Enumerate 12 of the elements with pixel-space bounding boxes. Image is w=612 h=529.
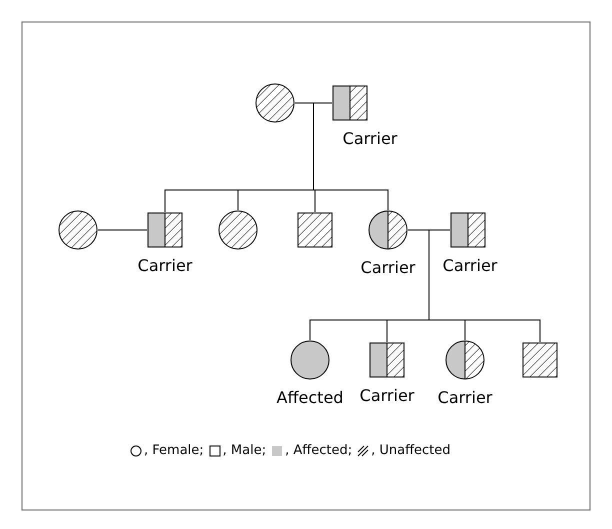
legend-text: , Affected; bbox=[285, 443, 352, 458]
legend-text: , Male; bbox=[222, 443, 266, 458]
legend-text: , Unaffected bbox=[371, 443, 451, 458]
status-label: Carrier bbox=[442, 256, 498, 275]
status-label: Carrier bbox=[138, 256, 192, 275]
descent-line bbox=[428, 230, 540, 342]
status-label: Carrier bbox=[438, 388, 492, 407]
legend-text: , Female; bbox=[144, 443, 204, 458]
status-label: Carrier bbox=[342, 129, 398, 148]
status-label: Carrier bbox=[360, 258, 416, 277]
status-label: Affected bbox=[276, 388, 344, 407]
status-label: Carrier bbox=[360, 386, 414, 405]
